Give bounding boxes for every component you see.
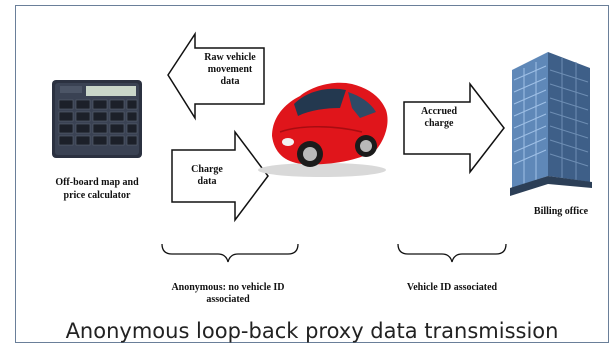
vehicle-id-bracket — [397, 243, 507, 263]
accrued-charge-arrow — [403, 81, 505, 175]
vehicle-id-label: Vehicle ID associated — [406, 282, 498, 293]
anonymous-bracket — [161, 243, 299, 263]
raw-vehicle-data-label: Raw vehicle movement data — [204, 52, 256, 87]
anonymous-label: Anonymous: no vehicle ID associated — [171, 282, 285, 305]
office-building-icon — [510, 52, 592, 196]
calculator-label: Off-board map and price calculator — [55, 177, 139, 201]
charge-data-arrow — [171, 129, 269, 223]
raw-vehicle-data-arrow — [167, 31, 265, 121]
red-car-icon — [258, 82, 388, 177]
calculator-icon — [52, 80, 142, 158]
accrued-charge-label: Accrued charge — [420, 106, 458, 129]
billing-office-label: Billing office — [533, 206, 589, 217]
diagram-caption: Anonymous loop-back proxy data transmiss… — [65, 319, 559, 343]
charge-data-label: Charge data — [191, 164, 223, 187]
